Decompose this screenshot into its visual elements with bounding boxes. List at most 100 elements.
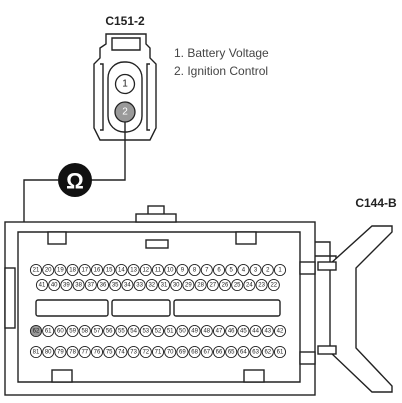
c144-b-pin-11: 11 [151,263,165,277]
c144-b-pin-55: 55 [115,324,128,338]
c144-b-pin-78: 78 [66,345,79,359]
c144-b-pin-number: 64 [240,349,247,355]
c144-b-pin-circle [115,345,128,359]
c144-b-pin-52: 52 [151,324,165,338]
connector-c151-2-label: C151-2 [105,14,145,28]
c144-b-pin-circle [164,263,177,277]
c144-b-pin-number: 42 [277,328,284,334]
c144-b-pin-number: 43 [264,328,271,334]
c144-b-pin-circle [121,278,134,292]
c144-b-pin-circle [255,278,268,292]
c144-b-pin-4: 4 [237,263,250,277]
c144-b-pin-circle [151,324,165,338]
c144-b-pin-number: 5 [230,267,234,273]
c144-b-pin-77: 77 [78,345,91,359]
c144-b-pin-number: 31 [161,282,168,288]
c144-b-pin-44: 44 [249,324,262,338]
c144-b-pin-number: 77 [81,349,88,355]
c144-b-pin-number: 61 [277,349,284,355]
c144-b-pin-circle [212,345,226,359]
c144-b-pin-number: 62 [264,349,271,355]
c144-b-pin-circle [72,278,85,292]
c144-b-pin-14: 14 [115,263,128,277]
c144-b-pin-13: 13 [127,263,140,277]
c144-b-pin-60: 60 [54,324,67,338]
c144-b-pin-circle [60,278,73,292]
c144-b-pin-63: 63 [249,345,262,359]
c144-b-pin-number: 61 [45,328,52,334]
c144-b-pin-62: 62 [29,324,43,338]
pin-2-description: 2. Ignition Control [174,64,268,78]
c144-b-pin-number: 33 [136,282,143,288]
c144-b-pin-37: 37 [84,278,97,292]
c144-b-pin-68: 68 [188,345,201,359]
c144-b-pin-31: 31 [157,278,171,292]
c144-b-pin-number: 12 [142,267,149,273]
c144-b-pin-circle [127,263,140,277]
c144-b-pin-circle [78,345,91,359]
c144-b-pin-circle [188,263,201,277]
c144-b-pin-number: 49 [191,328,198,334]
c144-b-pin-20: 20 [42,263,55,277]
c144-b-pin-circle [90,263,104,277]
c144-b-pin-number: 38 [75,282,82,288]
c144-b-pin-67: 67 [200,345,213,359]
c144-b-pin-circle [103,324,116,338]
c144-b-pin-circle [200,345,213,359]
c144-b-pin-66: 66 [212,345,226,359]
c144-b-pin-number: 73 [130,349,137,355]
c144-b-pin-circle [273,324,287,338]
c144-b-pin-number: 22 [270,282,277,288]
c144-b-pin-number: 45 [240,328,247,334]
c144-b-pin-circle [66,263,79,277]
c144-b-pin-62: 62 [261,345,274,359]
c144-b-pin-circle [103,345,116,359]
c144-b-pin-72: 72 [139,345,152,359]
c144-b-pin-circle [42,324,55,338]
c144-b-pin-50: 50 [176,324,189,338]
c144-b-pin-42: 42 [273,324,287,338]
c144-b-pin-73: 73 [127,345,140,359]
c144-b-pin-circle [66,324,79,338]
c144-b-pin-number: 37 [87,282,94,288]
c144-b-pin-34: 34 [121,278,134,292]
c144-b-pin-2: 2 [261,263,274,277]
c144-b-pin-number: 81 [33,349,40,355]
connector-c144-b [4,205,393,396]
c144-b-pin-10: 10 [164,263,177,277]
c144-b-pin-number: 55 [118,328,125,334]
c144-b-pin-number: 74 [118,349,125,355]
c144-b-pin-51: 51 [164,324,177,338]
c144-b-pin-19: 19 [54,263,67,277]
c144-b-pin-circle [225,263,238,277]
c144-b-pin-circle [212,324,226,338]
c144-b-pin-circle [218,278,232,292]
c144-b-pin-59: 59 [66,324,79,338]
c144-b-pin-81: 81 [29,345,43,359]
c144-b-pin-number: 10 [167,267,174,273]
c144-b-pin-circle [273,345,287,359]
c144-b-pin-16: 16 [90,263,104,277]
c144-b-pin-number: 19 [57,267,64,273]
c144-b-pin-circle [261,263,274,277]
c144-b-pin-circle [133,278,146,292]
c144-b-pin-circle [139,345,152,359]
c144-b-pin-65: 65 [225,345,238,359]
c144-b-pin-49: 49 [188,324,201,338]
c151-2-pin-1-number: 1 [122,79,128,90]
c144-b-pin-number: 39 [63,282,70,288]
c144-b-pin-23: 23 [255,278,268,292]
c144-b-pin-circle [78,263,91,277]
c144-b-pin-number: 52 [155,328,162,334]
c144-b-pin-24: 24 [243,278,256,292]
c144-b-pin-6: 6 [212,263,226,277]
c144-b-pin-number: 35 [112,282,119,288]
c144-b-pin-9: 9 [176,263,189,277]
c144-b-pin-circle [267,278,280,292]
c144-b-pin-circle [139,324,152,338]
c144-b-pin-circle [96,278,110,292]
c144-b-pin-76: 76 [90,345,104,359]
c144-b-pin-27: 27 [206,278,219,292]
c144-b-pin-56: 56 [103,324,116,338]
